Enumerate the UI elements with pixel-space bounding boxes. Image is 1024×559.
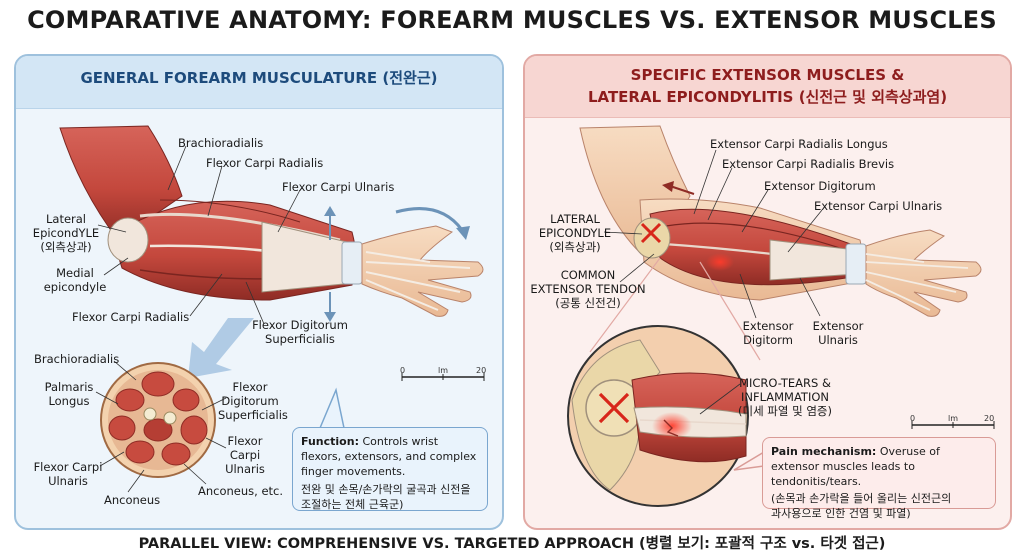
fds-line-2: Superficialis [265,332,335,346]
label-flexor-carpi-ulnaris: Flexor Carpi Ulnaris [282,180,395,194]
label-flexor-carpi-radialis-bottom: Flexor Carpi Radialis [72,310,190,324]
right-forearm-illustration [579,125,982,361]
lateral-line-1: Lateral [45,212,86,226]
function-label: Function: [301,435,359,448]
label-brachioradialis: Brachioradialis [178,136,264,150]
medial-line-1: Medial [56,266,94,280]
right-scale-mid: lm [948,414,959,423]
xs-label-flexor-digitorum-superficialis: Flexor Digitorum Superficialis [218,380,288,422]
r-lat-line-1: LATERAL [550,212,600,226]
left-forearm-illustration [59,125,484,378]
xs-label-palmaris-longus: Palmaris Longus [38,380,100,408]
label-lateral-epicondyle: Lateral EpicondYLE (외측상과) [30,212,102,254]
label-medial-epicondyle: Medial epicondyle [40,266,110,294]
pain-mechanism-callout: Pain mechanism: Overuse of extensor musc… [762,437,996,520]
medial-line-2: epicondyle [43,280,107,294]
function-text-ko-2: 조절하는 전체 근육군) [301,498,404,511]
left-panel-title: GENERAL FOREARM MUSCULATURE (전완근) [16,56,502,109]
pain-text-ko-2: 과사용으로 인한 건염 및 파열) [771,507,911,520]
ext-uln-line-2: Ulnaris [818,333,858,347]
fds-line-1: Flexor Digitorum [252,318,348,332]
xs-label-flexor-carpi-ulnaris: Flexor Carpi Ulnaris [30,460,106,488]
xs-fcur-line-2: Carpi [229,448,261,462]
pain-text-ko-1: (손목과 손가락을 들어 올리는 신전근의 [771,492,952,505]
label-extensor-carpi-ulnaris: Extensor Carpi Ulnaris [814,199,943,213]
lateral-line-2: EpicondYLE [32,226,100,240]
xs-fcu-line-1: Flexor Carpi [33,460,103,474]
function-text-en: Controls wrist flexors, extensors, and c… [301,435,477,478]
pain-text-en: Overuse of extensor muscles leads to ten… [771,445,940,488]
label-common-extensor-tendon: COMMON EXTENSOR TENDON (공통 신전건) [526,268,650,310]
right-title-line-1: SPECIFIC EXTENSOR MUSCLES & [630,66,905,84]
r-lat-line-3: (외측상과) [549,240,601,254]
label-extensor-digitorum: Extensor Digitorum [764,179,876,193]
xs-fds-line-3: Superficialis [218,408,288,422]
micro-line-2: INFLAMMATION [740,390,830,404]
xs-fcur-line-1: Flexor [227,434,263,448]
label-ecrl: Extensor Carpi Radialis Longus [710,137,888,151]
common-line-2: EXTENSOR TENDON [530,282,646,296]
right-zoom-elbow [567,325,749,507]
lateral-line-3: (외측상과) [40,240,92,254]
right-scale-bar [911,421,995,429]
palmaris-line-1: Palmaris [44,380,94,394]
xs-label-anconeus: Anconeus [104,493,161,507]
xs-fds-line-2: Digitorum [221,394,279,408]
right-scale-end: 20 [984,414,995,423]
left-scale-bar [401,373,485,381]
label-right-lateral-epicondyle: LATERAL EPICONDYLE (외측상과) [536,212,614,254]
label-micro-tears: MICRO-TEARS & INFLAMMATION (미세 파열 및 염증) [728,376,842,418]
label-flexor-digitorum-superficialis: Flexor Digitorum Superficialis [250,318,350,346]
main-title: COMPARATIVE ANATOMY: FOREARM MUSCLES VS.… [27,6,997,34]
palmaris-line-2: Longus [48,394,90,408]
right-panel-title: SPECIFIC EXTENSOR MUSCLES & LATERAL EPIC… [525,56,1010,118]
right-scale-start: 0 [910,414,916,423]
ext-uln-line-1: Extensor [812,319,864,333]
xs-label-flexor-carpi-ulnaris-right: Flexor Carpi Ulnaris [220,434,270,476]
left-scale-end: 20 [476,366,487,375]
label-extensor-ulnaris: Extensor Ulnaris [806,319,870,347]
common-line-1: COMMON [560,268,616,282]
left-cross-section [95,360,227,493]
pain-label: Pain mechanism: [771,445,877,458]
xs-fcu-line-2: Ulnaris [48,474,88,488]
left-scale-mid: lm [438,366,449,375]
xs-label-anconeus-etc: Anconeus, etc. [198,484,284,498]
ext-dig-line-2: Digitorm [743,333,793,347]
r-lat-line-2: EPICONDYLE [538,226,612,240]
common-line-3: (공통 신전건) [555,296,621,310]
function-callout: Function: Controls wrist flexors, extens… [292,427,488,511]
xs-fds-line-1: Flexor [232,380,268,394]
label-flexor-carpi-radialis-top: Flexor Carpi Radialis [206,156,324,170]
label-ecrb: Extensor Carpi Radialis Brevis [722,157,895,171]
function-text-ko-1: 전완 및 손목/손가락의 굴곡과 신전을 [301,483,471,496]
bottom-caption: PARALLEL VIEW: COMPREHENSIVE VS. TARGETE… [138,536,886,552]
xs-fcur-line-3: Ulnaris [225,462,265,476]
xs-label-brachioradialis: Brachioradialis [34,352,120,366]
micro-line-1: MICRO-TEARS & [739,376,831,390]
ext-dig-line-1: Extensor [742,319,794,333]
micro-line-3: (미세 파열 및 염증) [738,404,832,418]
label-extensor-digitorm: Extensor Digitorm [736,319,800,347]
right-title-line-2: LATERAL EPICONDYLITIS (신전근 및 외측상과염) [587,88,948,106]
left-scale-start: 0 [400,366,406,375]
function-callout-pointer [318,387,345,429]
